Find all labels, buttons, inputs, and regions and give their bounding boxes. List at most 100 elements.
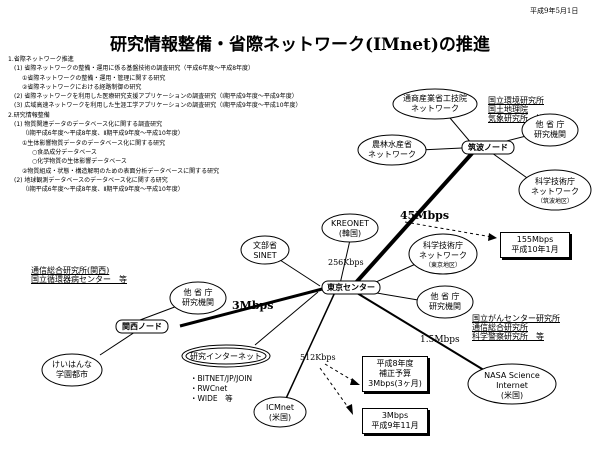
note-bottom-right: 国立がんセンター研究所 通信総合研究所 科学警察研究所 等	[472, 314, 560, 341]
svg-text:他 省 庁: 他 省 庁	[535, 119, 564, 129]
svg-text:（東京地区）: （東京地区）	[425, 261, 461, 269]
outline-item: (2) 省際ネットワークを利用した医療研究支援アプリケーションの調査研究（Ⅰ期平…	[14, 93, 298, 101]
svg-text:研究機関: 研究機関	[182, 297, 214, 307]
link-tsukuba-miti	[449, 117, 473, 145]
box-line: 3Mbps(3ヶ月)	[368, 379, 422, 388]
speed-kreonet: 256Kbps	[328, 258, 364, 267]
note-line: 国立環境研究所	[488, 96, 544, 105]
note-line: 気象研究所 等	[488, 114, 544, 123]
outline-item: (1) 物質関連データのデータベース化に関する調査研究	[14, 121, 163, 129]
svg-text:ネットワーク: ネットワーク	[368, 150, 416, 159]
node-maff: 農林水産省 ネットワーク	[357, 134, 427, 166]
link-tokyo-internet	[254, 291, 319, 346]
link-tokyo-nasa	[351, 289, 493, 376]
svg-text:筑波ノード: 筑波ノード	[468, 142, 508, 152]
node-other-kansai: 他 省 庁 研究機関	[169, 281, 227, 315]
link-kansai-keihanna	[99, 331, 136, 356]
node-keihanna: けいはんな 学園都市	[41, 353, 103, 387]
node-monbusho: 文部省 SINET	[240, 235, 290, 265]
link-tokyo-icmnet	[282, 289, 337, 406]
node-kansai: 関西ノード	[115, 319, 169, 334]
list-item: ・RWCnet	[190, 384, 228, 393]
note-top-right: 国立環境研究所 国土地理院 気象研究所 等	[488, 96, 544, 123]
note-left: 通信総合研究所(関西) 国立循環器病センター 等	[31, 266, 127, 284]
svg-text:SINET: SINET	[253, 251, 276, 260]
box-line: 平成10年1月	[511, 245, 559, 254]
outline-item: ①省際ネットワークの整備・運用・管理に関する研究	[22, 74, 166, 82]
note-line: 国土地理院	[488, 105, 528, 114]
node-research-internet: 研究インターネット	[181, 344, 271, 368]
svg-text:研究インターネット: 研究インターネット	[190, 351, 262, 361]
svg-text:科学技術庁: 科学技術庁	[535, 176, 575, 186]
list-item: ・WIDE 等	[190, 394, 233, 403]
plan-box-155mbps: 155Mbps 平成10年1月	[500, 232, 570, 258]
node-other-tsukuba: 他 省 庁 研究機関	[521, 113, 579, 147]
node-other-tokyo: 他 省 庁 研究機関	[416, 285, 474, 319]
svg-text:けいはんな: けいはんな	[52, 360, 92, 369]
arrow-head	[350, 378, 360, 385]
box-line: 平成9年11月	[371, 421, 419, 430]
note-line: 国立循環器病センター 等	[31, 275, 127, 284]
speed-nasa: 1.5Mbps	[420, 335, 460, 345]
note-line: 科学警察研究所 等	[472, 332, 544, 341]
svg-text:東京センター: 東京センター	[327, 282, 375, 292]
node-kreonet: KREONET (韓国)	[321, 213, 379, 243]
arrow-upgrade-3m	[319, 367, 351, 411]
svg-text:他 省 庁: 他 省 庁	[430, 291, 459, 301]
node-sta-tokyo: 科学技術庁 ネットワーク （東京地区）	[408, 233, 478, 275]
svg-text:(米国): (米国)	[269, 412, 291, 422]
svg-text:ICMnet: ICMnet	[266, 403, 294, 412]
outline-item: (3) 広域高速ネットワークを利用した生涯工学アプリケーションの調査研究（Ⅰ期平…	[14, 102, 302, 110]
arrow-upgrade-h8	[324, 363, 356, 383]
link-tokyo-tsukuba	[350, 148, 477, 289]
node-nasa: NASA Science Internet (米国)	[467, 363, 557, 405]
outline-item: （Ⅰ期平成6年度～平成8年度、Ⅱ期平成9年度～平成10年度）	[22, 186, 184, 194]
outline-item: ○食品成分データベース	[32, 148, 97, 156]
svg-text:文部省: 文部省	[253, 240, 277, 250]
outline-item: (2) 地球観測データベースのデータベース化に関する研究	[14, 176, 168, 184]
svg-text:通商産業省工技院: 通商産業省工技院	[403, 93, 467, 103]
svg-text:科学技術庁: 科学技術庁	[423, 240, 463, 250]
node-icmnet: ICMnet (米国)	[253, 396, 307, 428]
svg-text:(米国): (米国)	[501, 390, 523, 400]
link-tsukuba-sta	[491, 152, 531, 181]
svg-text:農林水産省: 農林水産省	[372, 139, 412, 149]
box-line: 3Mbps	[381, 411, 409, 420]
node-sta-tsukuba: 科学技術庁 ネットワーク （筑波地区）	[518, 169, 592, 211]
svg-text:ネットワーク: ネットワーク	[419, 251, 467, 260]
outline-item: 2.研究情報整備	[8, 111, 50, 119]
speed-tsukuba: 45Mbps	[400, 209, 449, 222]
document-date: 平成9年5月1日	[530, 7, 579, 15]
internet-list: ・BITNET/JP/JOIN ・RWCnet ・WIDE 等	[190, 374, 252, 404]
page-title: 研究情報整備・省際ネットワーク(IMnet)の推進	[110, 35, 490, 55]
outline-item: ②省際ネットワークにおける経路制御の研究	[22, 83, 142, 91]
outline-item: 1.省際ネットワーク推進	[8, 56, 74, 63]
outline-item: ①生体影響物質データのデータベース化に関する研究	[22, 139, 166, 147]
speed-icmnet: 512Kbps	[300, 353, 336, 362]
outline-list: 1.省際ネットワーク推進(1) 省際ネットワークの整備・運用に係る基盤技術の調査…	[8, 55, 302, 194]
outline-item: ②物質組成・状態・構造解明のための表面分析データベースに関する研究	[22, 167, 220, 175]
arrow-upgrade-155	[404, 221, 493, 238]
svg-text:NASA Science: NASA Science	[484, 371, 540, 380]
box-line: 155Mbps	[516, 235, 554, 244]
note-line: 通信総合研究所(関西)	[31, 266, 110, 275]
svg-text:学園都市: 学園都市	[56, 369, 88, 379]
svg-text:ネットワーク: ネットワーク	[531, 187, 579, 196]
note-line: 通信総合研究所	[472, 323, 528, 332]
svg-text:（筑波地区）: （筑波地区）	[537, 197, 573, 205]
node-tsukuba: 筑波ノード	[461, 140, 515, 155]
link-tokyo-monbusho	[279, 259, 321, 287]
link-tokyo-kreonet	[339, 239, 351, 285]
svg-text:ネットワーク: ネットワーク	[411, 104, 459, 113]
note-line: 国立がんセンター研究所	[472, 314, 560, 323]
box-line: 補正予算	[379, 369, 411, 378]
link-tokyo-kansai	[179, 285, 331, 328]
speed-kansai: 3Mbps	[232, 299, 273, 312]
box-line: 平成8年度	[376, 359, 414, 368]
node-miti: 通商産業省工技院 ネットワーク	[392, 88, 478, 120]
svg-text:KREONET: KREONET	[331, 219, 369, 228]
svg-text:関西ノード: 関西ノード	[122, 321, 162, 331]
arrow-head	[488, 233, 497, 241]
list-item: ・BITNET/JP/JOIN	[190, 374, 253, 383]
